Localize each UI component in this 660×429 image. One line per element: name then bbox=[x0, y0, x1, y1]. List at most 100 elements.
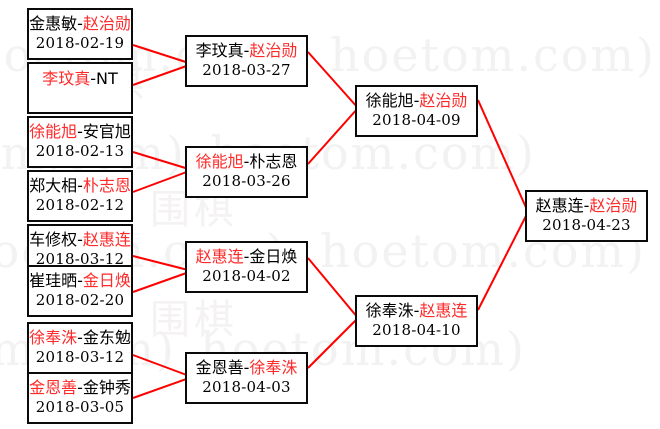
match-players: 车修权-赵惠连 bbox=[29, 230, 131, 250]
connector-r1m1-r2m1 bbox=[132, 44, 193, 65]
match-date: 2018-02-13 bbox=[35, 142, 125, 161]
match-box-r2m3[interactable]: 赵惠连-金日焕 2018-04-02 bbox=[185, 241, 308, 293]
player-separator: - bbox=[243, 247, 250, 267]
match-date: 2018-04-02 bbox=[202, 267, 291, 286]
player-left: 郑大相 bbox=[29, 176, 78, 196]
match-box-r1m7[interactable]: 徐奉洙-金东勉 2018-03-12 bbox=[27, 322, 133, 374]
match-date: 2018-03-12 bbox=[35, 348, 125, 367]
player-separator: - bbox=[77, 271, 83, 291]
connector-r3m2-final bbox=[477, 211, 529, 311]
player-separator: - bbox=[77, 122, 83, 142]
match-players: 李玟真-NT bbox=[42, 69, 118, 89]
player-separator: - bbox=[243, 152, 250, 172]
player-separator: - bbox=[77, 378, 83, 398]
match-players: 徐奉洙-金东勉 bbox=[29, 328, 131, 348]
player-separator: - bbox=[77, 14, 83, 34]
connector-r1m7-r2m4 bbox=[132, 354, 193, 378]
player-right: 赵治勋 bbox=[82, 14, 131, 34]
match-players: 赵惠连-金日焕 bbox=[196, 247, 298, 267]
match-players: 李玟真-赵治勋 bbox=[196, 41, 298, 61]
match-date: 2018-04-03 bbox=[202, 378, 291, 397]
match-players: 徐能旭-朴志恩 bbox=[196, 152, 298, 172]
match-box-semifinal-1[interactable]: 徐能旭-赵治勋 2018-04-09 bbox=[355, 85, 478, 137]
player-right: 赵治勋 bbox=[249, 41, 298, 61]
match-box-r2m4[interactable]: 金恩善-徐奉洙 2018-04-03 bbox=[185, 352, 308, 404]
match-box-r1m2[interactable]: 李玟真-NT bbox=[27, 62, 133, 114]
player-left: 徐奉洙 bbox=[29, 328, 78, 348]
watermark-text: hoetom.com) bbox=[330, 28, 656, 82]
connector-r1m6-r2m3 bbox=[132, 270, 193, 293]
match-box-r2m2[interactable]: 徐能旭-朴志恩 2018-03-26 bbox=[185, 146, 308, 198]
match-players: 徐能旭-安官旭 bbox=[29, 122, 131, 142]
connector-r1m5-r2m3 bbox=[132, 255, 193, 272]
player-right: 金日焕 bbox=[249, 247, 298, 267]
player-left: 赵惠连 bbox=[195, 247, 244, 267]
match-players: 金惠敏-赵治勋 bbox=[29, 14, 131, 34]
connector-r1m8-r2m4 bbox=[132, 376, 193, 399]
player-left: 徐能旭 bbox=[29, 122, 78, 142]
player-right: 金钟秀 bbox=[82, 378, 131, 398]
player-right: 赵惠连 bbox=[419, 301, 468, 321]
match-date: 2018-02-20 bbox=[35, 291, 125, 310]
match-date: 2018-03-26 bbox=[202, 172, 291, 191]
match-date: 2018-04-09 bbox=[372, 111, 461, 130]
connector-r2m4-r3m2 bbox=[307, 317, 359, 369]
match-players: 徐能旭-赵治勋 bbox=[366, 91, 468, 111]
connector-r1m3-r2m2 bbox=[132, 151, 193, 171]
player-separator: - bbox=[90, 68, 97, 88]
player-left: 徐能旭 bbox=[195, 152, 244, 172]
player-right: NT bbox=[96, 68, 118, 88]
player-right: 金东勉 bbox=[82, 328, 131, 348]
connector-r2m3-r3m2 bbox=[307, 257, 359, 319]
player-left: 徐能旭 bbox=[365, 91, 414, 111]
player-separator: - bbox=[413, 91, 420, 111]
player-left: 崔珪晒 bbox=[29, 271, 78, 291]
player-left: 金恩善 bbox=[29, 378, 78, 398]
player-left: 李玟真 bbox=[195, 41, 244, 61]
player-separator: - bbox=[243, 41, 250, 61]
player-right: 徐奉洙 bbox=[249, 358, 298, 378]
player-right: 赵治勋 bbox=[419, 91, 468, 111]
match-date: 2018-02-19 bbox=[35, 34, 125, 53]
player-right: 赵惠连 bbox=[82, 230, 131, 250]
player-separator: - bbox=[77, 230, 83, 250]
player-left: 赵惠连 bbox=[535, 196, 584, 216]
match-players: 徐奉洙-赵惠连 bbox=[366, 301, 468, 321]
player-left: 李玟真 bbox=[42, 68, 91, 88]
connector-r2m1-r3m1 bbox=[307, 51, 359, 109]
match-box-r2m1[interactable]: 李玟真-赵治勋 2018-03-27 bbox=[185, 35, 308, 87]
match-box-semifinal-2[interactable]: 徐奉洙-赵惠连 2018-04-10 bbox=[355, 295, 478, 347]
match-date: 2018-03-05 bbox=[35, 398, 125, 417]
match-players: 金恩善-金钟秀 bbox=[29, 378, 131, 398]
match-date: 2018-04-10 bbox=[372, 321, 461, 340]
match-box-r1m3[interactable]: 徐能旭-安官旭 2018-02-13 bbox=[27, 116, 133, 168]
player-left: 金恩善 bbox=[195, 358, 244, 378]
match-box-final[interactable]: 赵惠连-赵治勋 2018-04-23 bbox=[525, 190, 648, 242]
match-date: 2018-03-12 bbox=[35, 250, 125, 269]
connector-r1m2-r2m1 bbox=[132, 63, 193, 86]
match-date: 2018-04-23 bbox=[542, 216, 631, 235]
match-date: 2018-02-12 bbox=[35, 196, 125, 215]
player-separator: - bbox=[77, 176, 83, 196]
player-left: 车修权 bbox=[29, 230, 78, 250]
connector-r3m1-final bbox=[477, 99, 529, 213]
connector-r1m4-r2m2 bbox=[132, 169, 193, 193]
player-separator: - bbox=[413, 301, 420, 321]
match-box-r1m8[interactable]: 金恩善-金钟秀 2018-03-05 bbox=[27, 372, 133, 424]
player-separator: - bbox=[77, 328, 83, 348]
player-left: 徐奉洙 bbox=[365, 301, 414, 321]
match-box-r1m1[interactable]: 金惠敏-赵治勋 2018-02-19 bbox=[27, 8, 133, 60]
match-players: 崔珪晒-金日焕 bbox=[29, 271, 131, 291]
match-box-r1m6[interactable]: 崔珪晒-金日焕 2018-02-20 bbox=[27, 265, 133, 317]
player-separator: - bbox=[583, 196, 590, 216]
match-players: 赵惠连-赵治勋 bbox=[536, 196, 638, 216]
match-players: 郑大相-朴志恩 bbox=[29, 176, 131, 196]
match-players: 金恩善-徐奉洙 bbox=[196, 358, 298, 378]
player-right: 朴志恩 bbox=[249, 152, 298, 172]
match-date: 2018-03-27 bbox=[202, 61, 291, 80]
connector-r2m2-r3m1 bbox=[307, 107, 359, 165]
match-box-r1m4[interactable]: 郑大相-朴志恩 2018-02-12 bbox=[27, 170, 133, 222]
watermark-text-cn: 围棋 bbox=[150, 297, 238, 343]
player-right: 金日焕 bbox=[82, 271, 131, 291]
